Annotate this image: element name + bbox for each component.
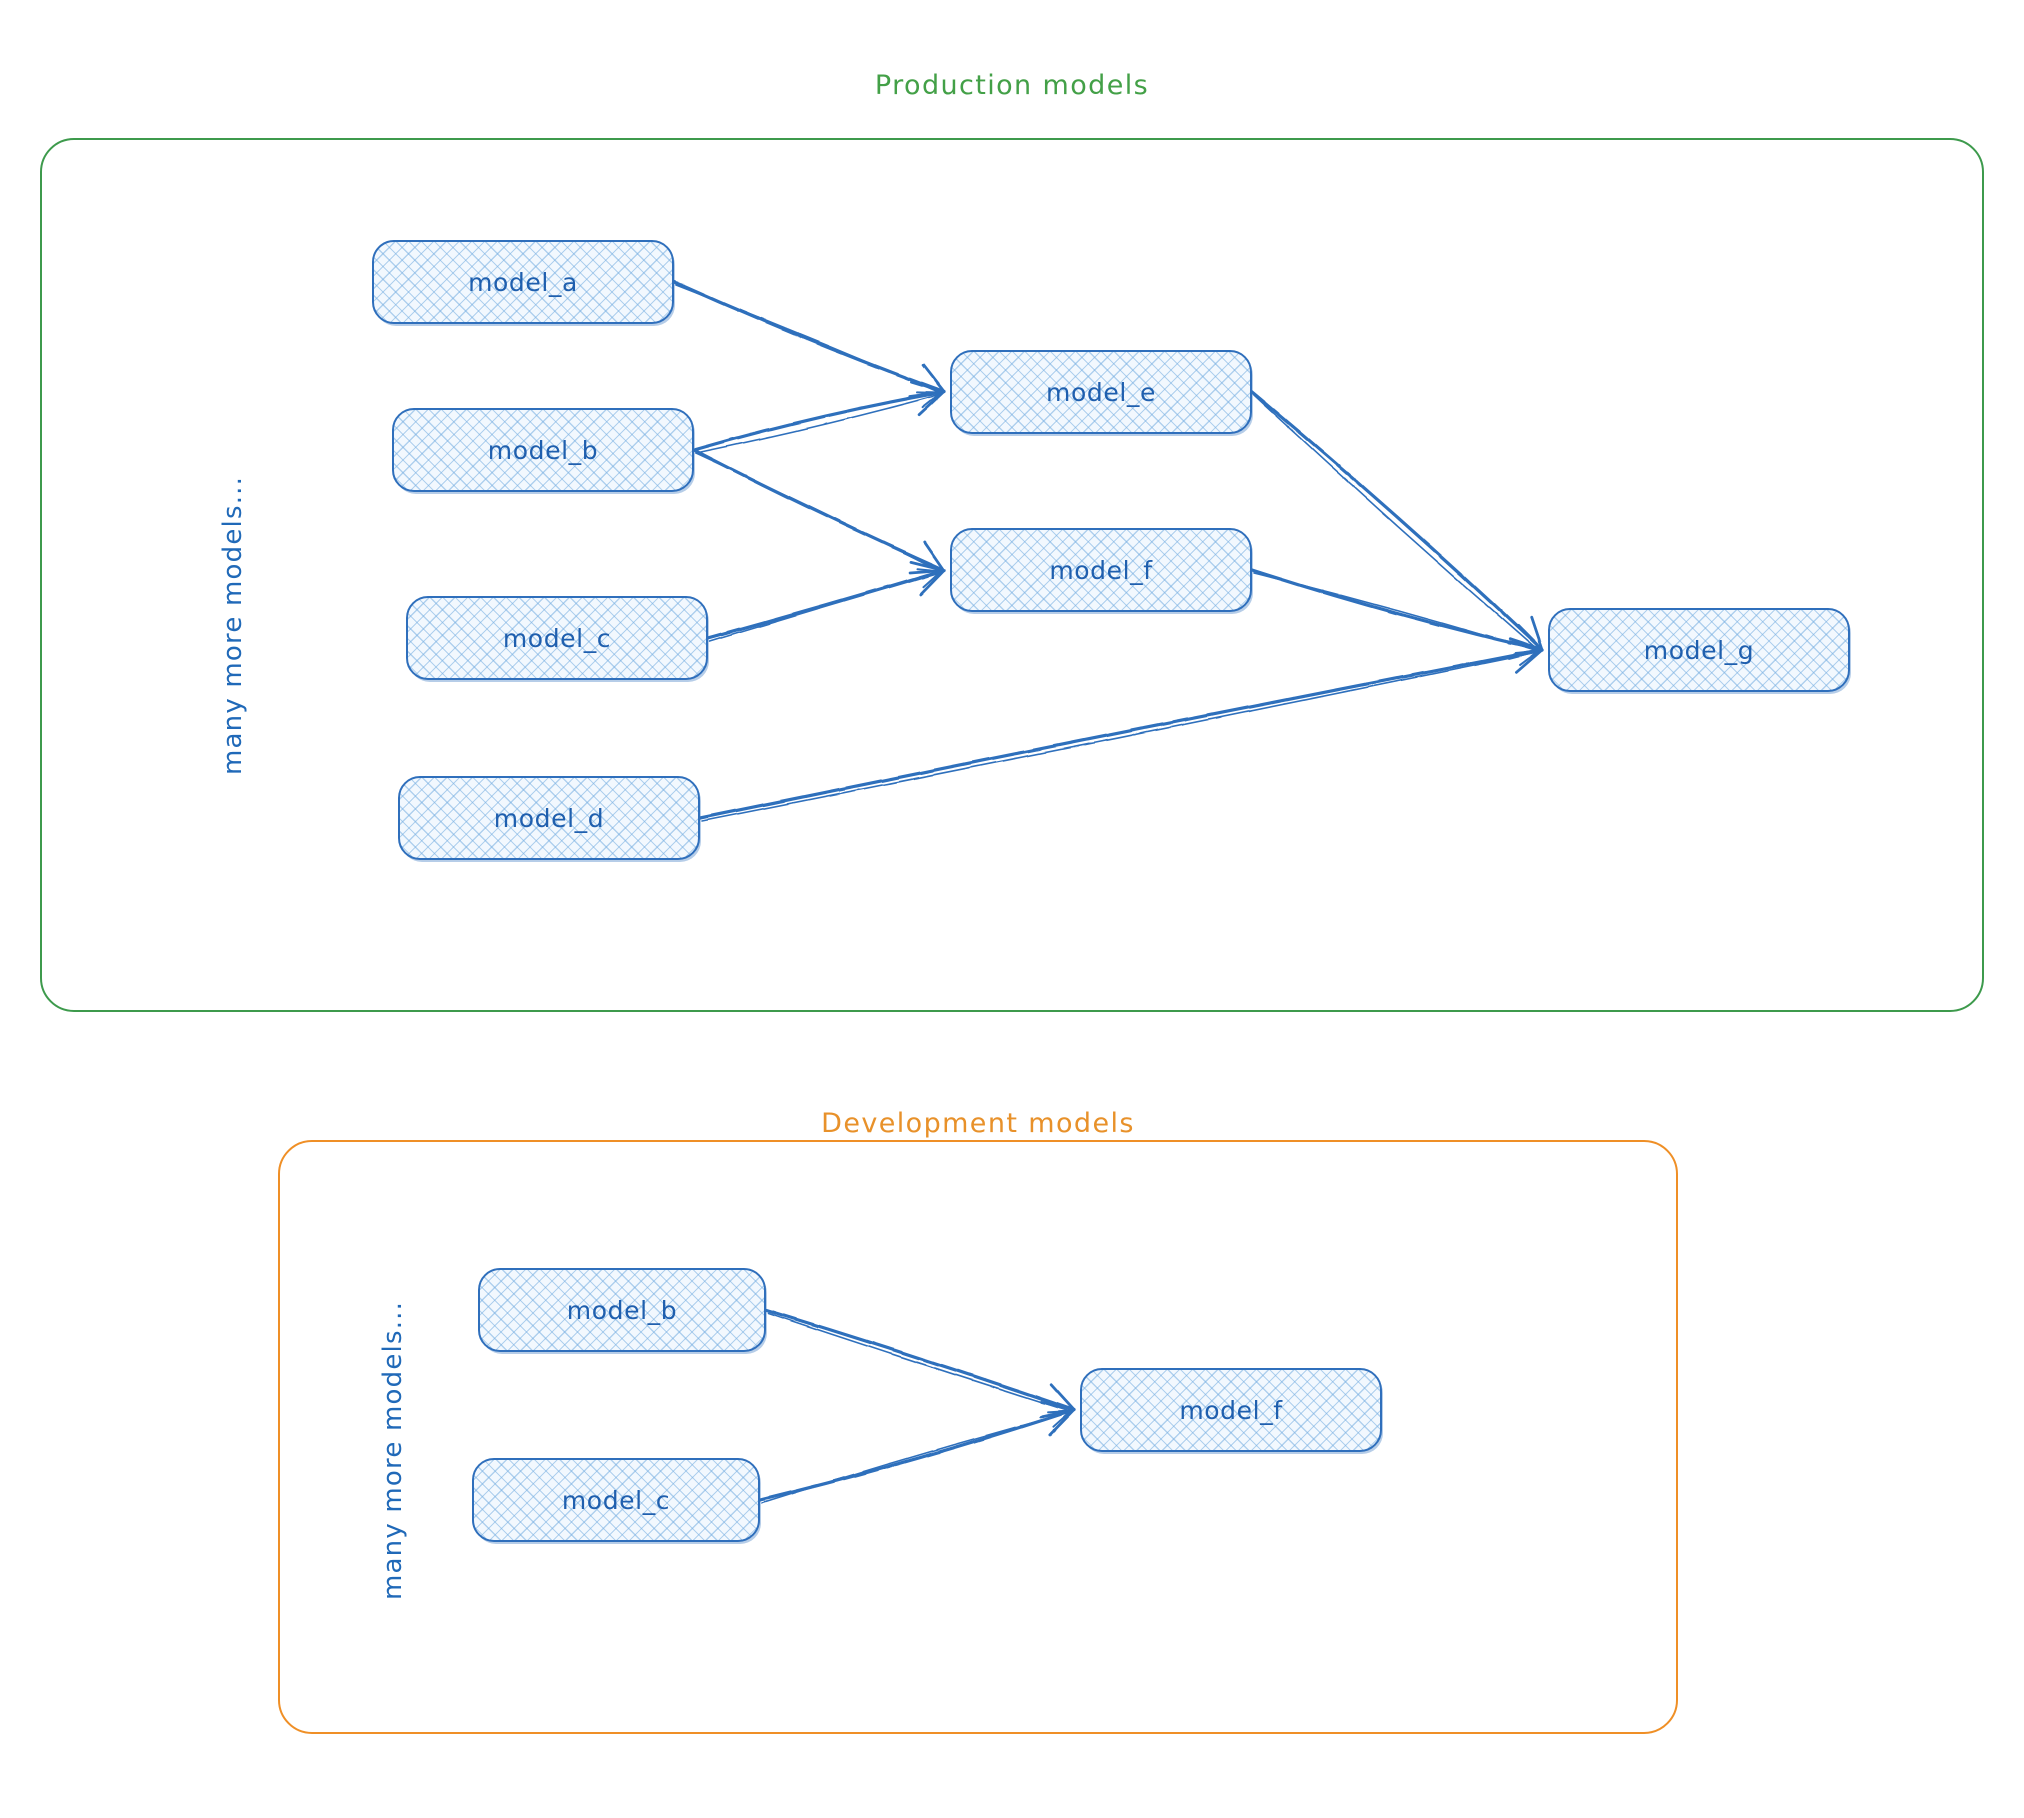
node-model_e[interactable]: model_e [950,350,1252,434]
edge-line [918,568,946,596]
edge-line [1052,1410,1072,1428]
edge-line [1253,394,1541,653]
group-title-development: Development models [821,1108,1135,1139]
node-model_d[interactable]: model_d [398,776,700,860]
edge-line [1039,1400,1076,1412]
edge-line [1508,637,1544,652]
node-model_g[interactable]: model_g [1548,608,1850,692]
edge-line [698,648,1544,820]
edge-line [1516,624,1544,652]
node-label: model_g [1643,635,1755,665]
edge-line [675,284,943,395]
edge-line [767,1312,1073,1413]
edge-line [701,651,1541,822]
side-label-development: many more models... [378,1300,408,1600]
edge-line [764,1308,1076,1412]
node-dev_model_f[interactable]: model_f [1080,1368,1382,1452]
node-label: model_f [1049,555,1153,585]
edge-line [917,390,946,417]
node-label: model_f [1179,1395,1283,1425]
side-label-production: many more models... [218,475,248,775]
node-label: model_c [561,1485,671,1515]
node-label: model_c [502,623,612,653]
edge-line [921,363,946,394]
edge-layer [672,280,1544,1504]
edge-line [923,540,946,572]
edge-line [709,571,943,642]
edge-line [1529,616,1544,652]
edge-line [1515,648,1544,674]
node-dev_model_b[interactable]: model_b [478,1268,766,1352]
node-label: model_d [493,803,605,833]
node-label: model_e [1046,377,1156,407]
edge-line [909,560,946,572]
edge-line [1519,650,1540,666]
node-label: model_a [468,267,578,297]
edge-line [692,390,946,452]
node-model_a[interactable]: model_a [372,240,674,324]
node-model_b[interactable]: model_b [392,408,694,492]
edge-line [706,568,946,640]
edge-line [1253,572,1541,653]
group-frame-production [40,138,1984,1012]
group-frame-development [278,1140,1678,1734]
node-model_f[interactable]: model_f [950,528,1252,612]
node-model_c[interactable]: model_c [406,596,708,680]
edge-line [922,570,942,588]
edge-line [695,452,943,573]
edge-line [695,393,943,454]
edge-line [1048,1408,1076,1436]
edge-line [910,380,946,394]
edge-line [1049,1383,1076,1412]
group-title-production: Production models [874,70,1150,101]
node-label: model_b [566,1295,678,1325]
node-label: model_b [487,435,599,465]
edge-line [761,1411,1073,1504]
edge-line [1250,390,1544,652]
edge-line [921,392,942,409]
node-dev_model_c[interactable]: model_c [472,1458,760,1542]
